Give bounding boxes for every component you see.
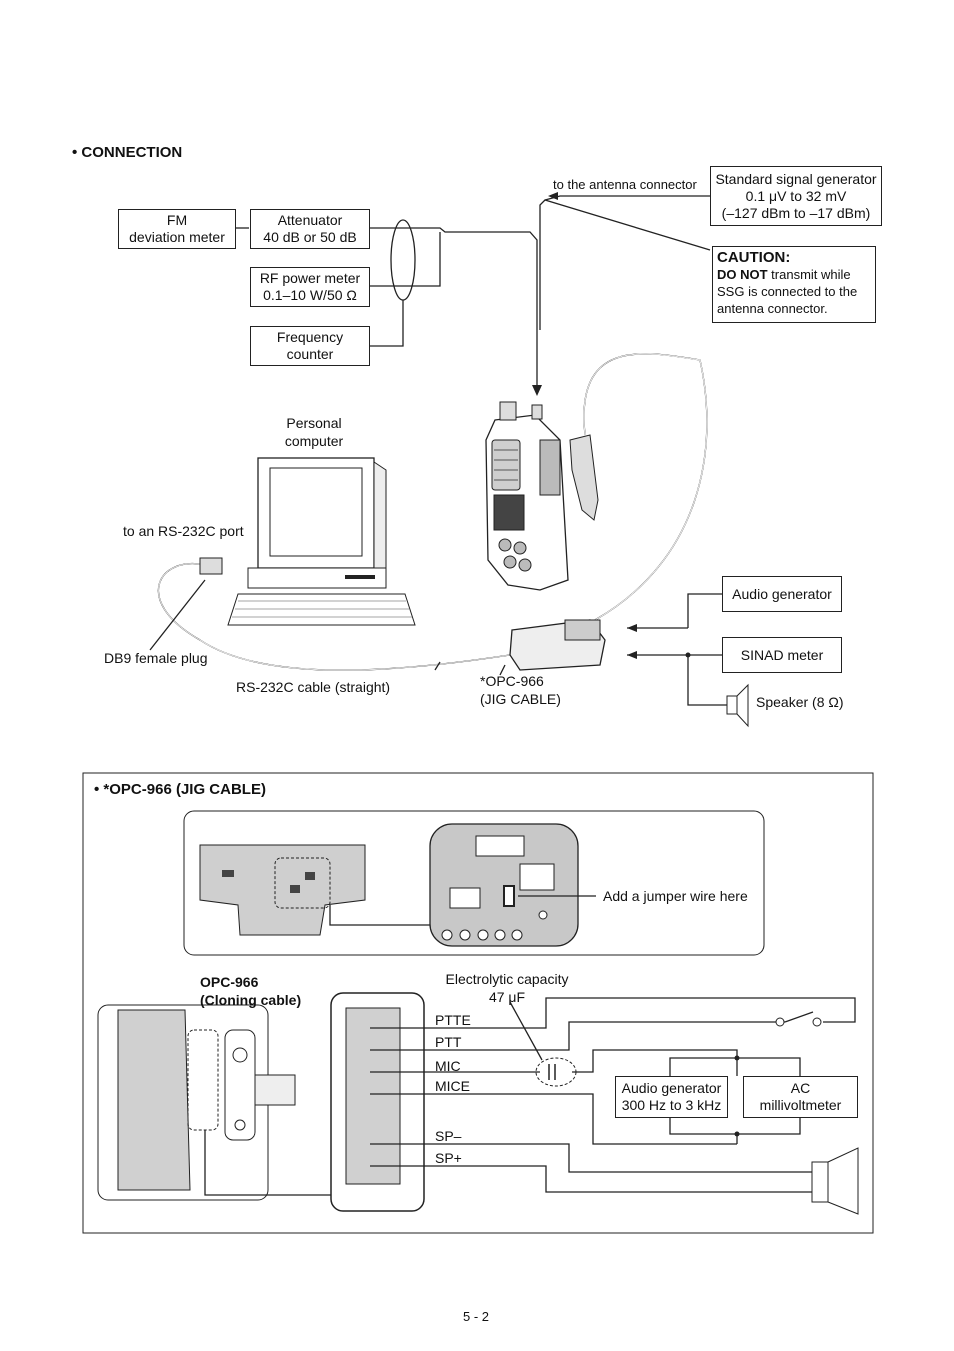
- jig-connector: [330, 992, 425, 1212]
- pcb-zoom: [429, 823, 579, 947]
- pin-mic: MIC: [435, 1058, 461, 1074]
- db9-label: DB9 female plug: [104, 650, 208, 666]
- jumper-label: Add a jumper wire here: [603, 888, 748, 904]
- antenna-line: [370, 227, 538, 390]
- audio-generator-box: Audio generator: [722, 576, 842, 612]
- speaker-icon-bottom: [811, 1147, 859, 1215]
- radio-transceiver: [485, 401, 599, 591]
- page-number: 5 - 2: [463, 1309, 490, 1324]
- cloning-cable-label: OPC-966(Cloning cable): [200, 974, 302, 1008]
- rs232-port-label: to an RS-232C port: [123, 523, 244, 539]
- pin-mice: MICE: [435, 1078, 470, 1094]
- pin-ptte: PTTE: [435, 1012, 471, 1028]
- speaker-icon: [726, 683, 749, 728]
- pin-sp-minus: SP–: [435, 1128, 462, 1144]
- pcb-board: [199, 844, 366, 936]
- section-title: • CONNECTION: [72, 144, 183, 161]
- personal-computer: [227, 457, 416, 626]
- db25-connector: [509, 619, 606, 671]
- pin-sp-plus: SP+: [435, 1150, 462, 1166]
- pin-ptt: PTT: [435, 1034, 462, 1050]
- antenna-connector-label: to the antenna connector: [553, 177, 697, 192]
- db9-plug: [199, 557, 223, 575]
- caution-box: CAUTION: DO NOT transmit while SSG is co…: [712, 246, 876, 323]
- cloning-cable-connector: [97, 1004, 296, 1201]
- opc-cable-label: *OPC-966(JIG CABLE): [480, 673, 561, 707]
- jig-cable-title: • *OPC-966 (JIG CABLE): [94, 781, 266, 798]
- speaker-label: Speaker (8 Ω): [756, 694, 844, 710]
- cable-bundle-ellipse: [390, 219, 416, 301]
- sinad-meter-box: SINAD meter: [722, 637, 842, 673]
- rs232-cable-label: RS-232C cable (straight): [236, 679, 391, 695]
